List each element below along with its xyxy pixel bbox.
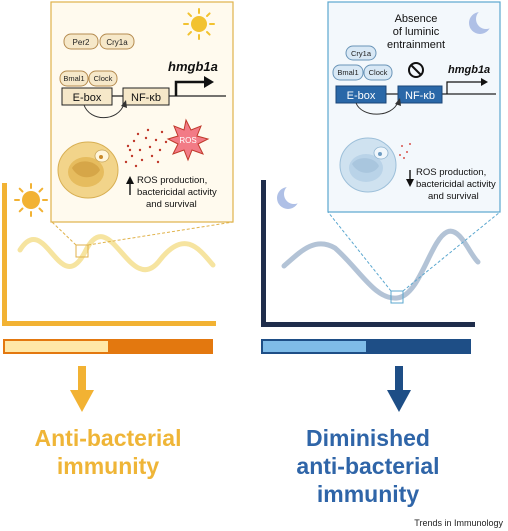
day-y-axis xyxy=(2,183,7,326)
day-nfkb-box xyxy=(122,87,170,106)
day-down-arrow xyxy=(70,366,94,412)
day-mechanism-panel: Per2 Cry1a Bmal1 Clock E-box NF-κb hmgb1… xyxy=(50,1,234,223)
day-zoom-box xyxy=(75,244,89,258)
night-section: Diminished anti-bacterial immunity Absen… xyxy=(261,1,501,507)
night-cry1a-protein xyxy=(345,45,377,61)
night-nfkb-label: NF-κb xyxy=(405,90,435,102)
night-header-line-1: Absence xyxy=(395,13,438,25)
night-gene-label: hmgb1a xyxy=(448,64,490,76)
night-outcome-line-1: Diminished xyxy=(306,425,430,451)
night-nfkb-box xyxy=(397,85,443,104)
night-clock-protein xyxy=(363,64,393,81)
day-promoter-arrow xyxy=(174,80,205,96)
day-effect-line-3: and survival xyxy=(146,199,197,210)
night-zoom-box xyxy=(390,290,404,304)
day-zoom-line-right xyxy=(87,221,234,246)
macrophage-icon xyxy=(57,141,119,199)
bmal1-label: Bmal1 xyxy=(63,74,84,83)
night-activation-arrow xyxy=(355,101,399,115)
day-nfkb-label: NF-κb xyxy=(131,92,161,104)
night-zoom-line-right xyxy=(402,211,501,292)
night-mechanism-panel: Absence of luminic entrainment Cry1a Bma… xyxy=(327,1,501,213)
night-down-arrow xyxy=(387,366,411,412)
day-oscillation-curve xyxy=(17,234,216,273)
day-ebox-label: E-box xyxy=(73,92,102,104)
night-ebox-label: E-box xyxy=(347,90,376,102)
night-outcome-line-2: anti-bacterial xyxy=(296,453,439,479)
night-bmal1-label: Bmal1 xyxy=(337,68,358,77)
day-outcome-line-2: immunity xyxy=(57,453,159,479)
night-timeline-bar xyxy=(261,339,471,354)
day-x-axis xyxy=(2,321,216,326)
journal-credit: Trends in Immunology xyxy=(414,518,503,528)
day-activation-arrow xyxy=(83,103,125,119)
day-effect-line-2: bactericidal activity xyxy=(137,187,217,198)
clock-protein xyxy=(88,70,118,87)
macrophage-icon xyxy=(339,137,397,193)
night-oscillation-curve xyxy=(281,228,481,301)
night-cry1a-label: Cry1a xyxy=(351,49,372,58)
sun-icon xyxy=(14,183,48,217)
ros-dots xyxy=(124,128,168,168)
night-effect-line-3: and survival xyxy=(428,191,479,202)
ros-burst-label: ROS xyxy=(179,136,196,145)
moon-icon xyxy=(469,9,496,34)
day-gene-label: hmgb1a xyxy=(168,59,218,74)
day-section: Anti-bacterial immunity Per2 Cry1a xyxy=(2,1,234,479)
moon-icon xyxy=(277,184,304,209)
sun-icon xyxy=(183,8,215,40)
day-effect-line-1: ROS production, xyxy=(137,175,207,186)
night-promoter-arrow xyxy=(446,81,482,94)
night-effect-line-2: bactericidal activity xyxy=(416,179,496,190)
night-header-line-3: entrainment xyxy=(387,39,445,51)
per2-protein xyxy=(63,33,99,50)
day-ebox xyxy=(61,87,113,106)
arrow-down-icon xyxy=(406,170,414,187)
cry1a-protein xyxy=(99,33,135,50)
night-axes xyxy=(261,180,475,327)
night-ebox xyxy=(335,85,387,104)
clock-label: Clock xyxy=(94,74,113,83)
night-y-axis xyxy=(261,180,266,327)
day-bar-dark-segment xyxy=(108,340,212,353)
night-bmal1-protein xyxy=(332,64,364,81)
night-effect-line-1: ROS production, xyxy=(416,167,486,178)
night-clock-label: Clock xyxy=(369,68,388,77)
bmal1-protein xyxy=(59,70,89,87)
day-outcome-line-1: Anti-bacterial xyxy=(35,425,182,451)
ros-burst-icon: ROS xyxy=(166,118,210,162)
night-zoom-line-left xyxy=(327,211,392,292)
night-x-axis xyxy=(261,322,475,327)
day-timeline-bar xyxy=(3,339,213,354)
cry1a-label: Cry1a xyxy=(106,38,128,47)
prohibited-icon xyxy=(408,62,424,78)
night-outcome-line-3: immunity xyxy=(317,481,419,507)
arrow-up-icon xyxy=(126,176,134,195)
day-axes xyxy=(2,183,216,326)
night-bar-dark-segment xyxy=(366,340,470,353)
per2-label: Per2 xyxy=(73,38,90,47)
night-header-line-2: of luminic xyxy=(393,26,440,38)
night-ros-dots xyxy=(399,143,411,159)
day-zoom-line-left xyxy=(51,221,77,246)
